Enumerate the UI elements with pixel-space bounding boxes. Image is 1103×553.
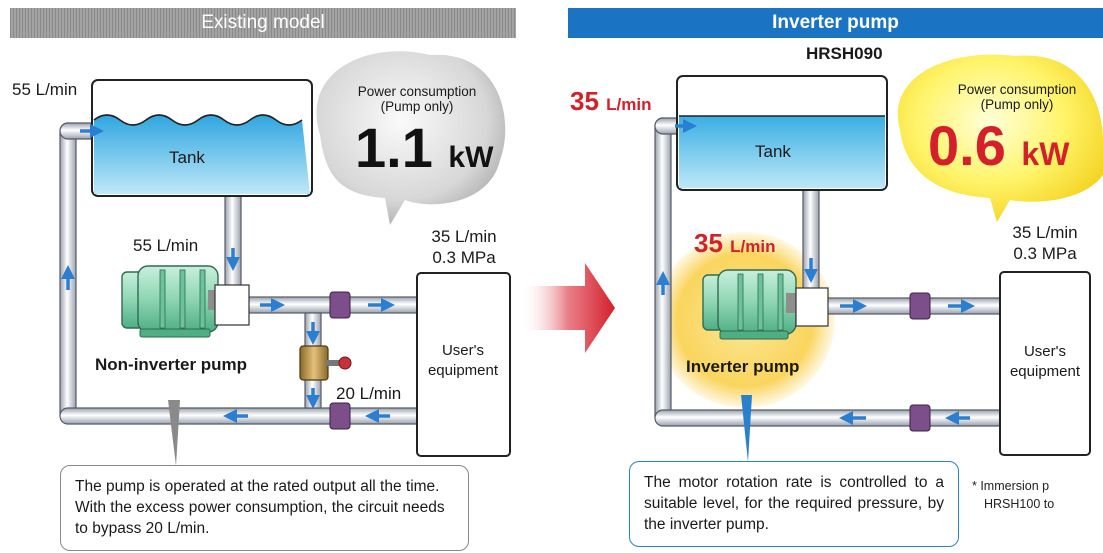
left-explanation-note: The pump is operated at the rated output… <box>60 465 469 551</box>
right-pump-label: Inverter pump <box>686 357 800 376</box>
right-diagram <box>654 54 1103 462</box>
right-users-equipment-label: User's equipment <box>1009 343 1081 380</box>
right-footnote: * Immersion p HRSH100 to <box>972 479 1055 511</box>
right-power-value: 0.6 kW <box>928 114 1070 177</box>
right-flow-arrows <box>656 119 975 425</box>
transition-arrow <box>520 263 615 353</box>
right-callout-pointer <box>741 395 752 462</box>
left-supply-spec: 35 L/min 0.3 MPa <box>431 227 497 267</box>
right-users-equipment-box <box>999 271 1091 456</box>
left-tank-label: Tank <box>169 148 205 167</box>
existing-model-header: Existing model <box>10 8 516 38</box>
left-bypass-flow-label: 20 L/min <box>336 384 402 403</box>
right-inverter-pump <box>702 269 829 340</box>
left-callout-pointer <box>168 400 180 466</box>
left-pump-label: Non-inverter pump <box>95 355 248 374</box>
left-diagram <box>59 51 511 466</box>
inverter-pump-header: Inverter pump <box>568 8 1103 38</box>
left-tank <box>91 79 313 197</box>
right-supply-spec: 35 L/min 0.3 MPa <box>1012 223 1078 263</box>
right-tank-label: Tank <box>755 142 791 161</box>
right-pump-inflow-label: 35 L/min <box>694 228 776 258</box>
right-power-bubble <box>897 54 1103 222</box>
right-power-title: Power consumption (Pump only) <box>957 82 1077 112</box>
left-connectors <box>329 291 351 430</box>
left-users-equipment-label: User's equipment <box>427 342 499 379</box>
right-model-label: HRSH090 <box>806 44 883 63</box>
left-power-value: 1.1 kW <box>355 116 494 179</box>
right-connectors <box>909 292 931 432</box>
left-bypass-valve <box>299 345 352 381</box>
left-power-bubble <box>316 51 506 226</box>
right-tank-inflow-label: 35 L/min <box>570 86 652 116</box>
left-flow-arrows <box>61 124 395 423</box>
left-power-title: Power consumption (Pump only) <box>357 84 477 114</box>
left-non-inverter-pump <box>121 265 250 338</box>
left-users-equipment-box <box>416 272 511 457</box>
left-tank-inflow-label: 55 L/min <box>12 80 78 99</box>
right-explanation-note: The motor rotation rate is controlled to… <box>629 461 959 547</box>
left-pump-inflow-label: 55 L/min <box>133 236 199 255</box>
right-tank <box>676 75 888 191</box>
